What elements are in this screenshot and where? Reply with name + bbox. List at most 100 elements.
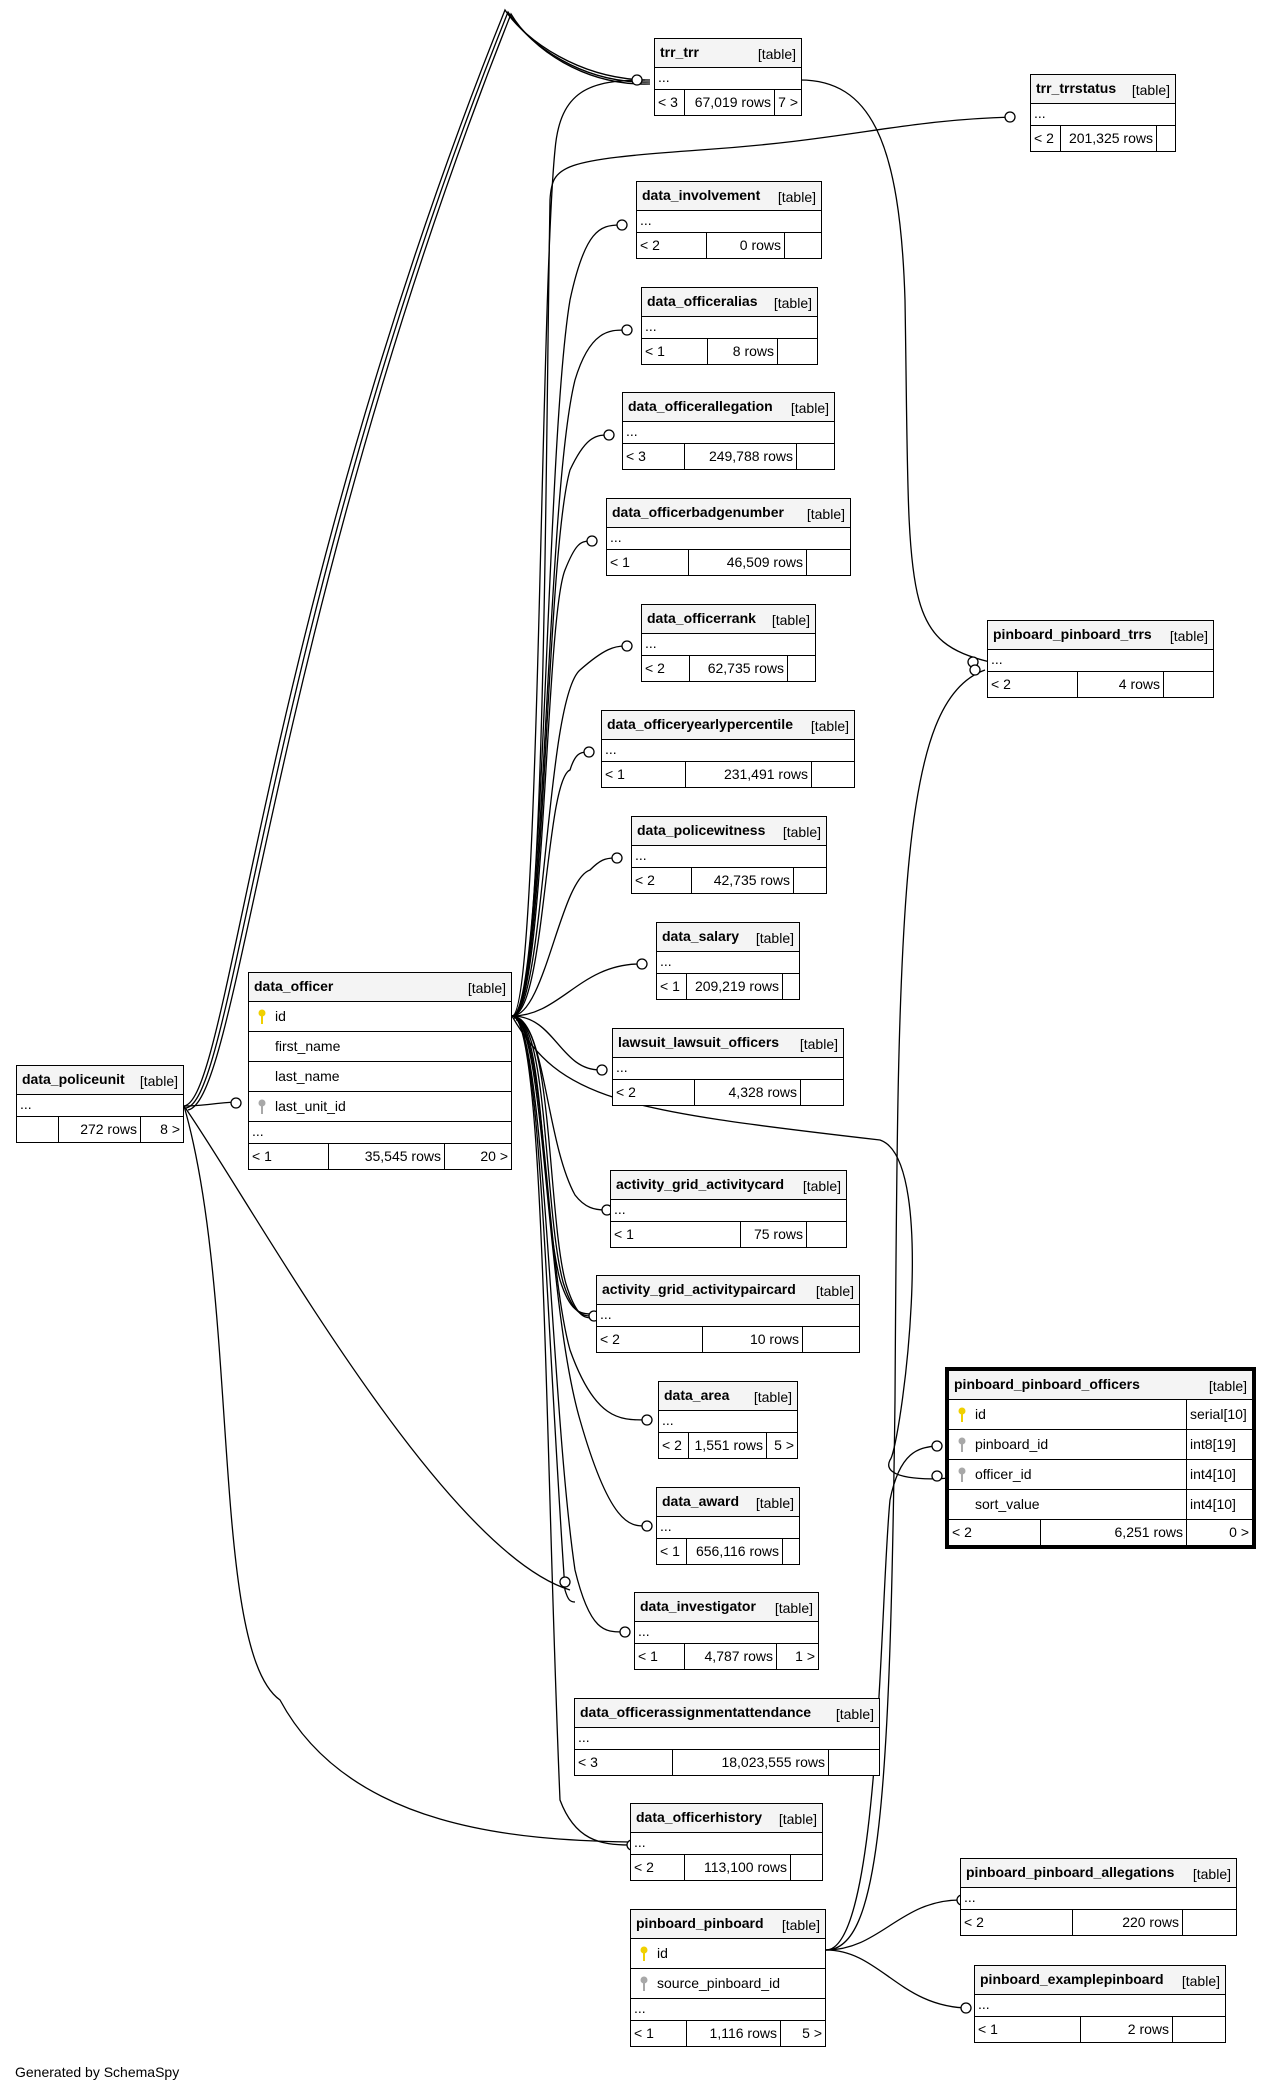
parents-count[interactable]: < 2: [642, 656, 690, 681]
edge-policeunit-history: [183, 1105, 631, 1843]
parents-count[interactable]: < 3: [575, 1750, 673, 1775]
children-count[interactable]: 8 >: [160, 1121, 180, 1137]
foreign-key-icon: [635, 1969, 653, 1998]
table-data-officer[interactable]: data_officer[table] id first_name last_n…: [248, 972, 512, 1170]
children-count[interactable]: 0 >: [1229, 1524, 1249, 1540]
children-count[interactable]: [791, 1855, 822, 1880]
parents-count[interactable]: < 1: [611, 1222, 741, 1247]
column-row[interactable]: last_name: [249, 1062, 511, 1092]
children-count[interactable]: [794, 868, 826, 893]
parents-count[interactable]: < 2: [637, 233, 707, 258]
row-count: 231,491 rows: [686, 762, 812, 787]
table-activity-grid-activitycard[interactable]: activity_grid_activitycard[table] ... < …: [610, 1170, 847, 1248]
parents-count[interactable]: < 1: [657, 1539, 687, 1564]
children-count[interactable]: [797, 444, 834, 469]
column-row[interactable]: id: [249, 1002, 511, 1032]
parents-count[interactable]: < 1: [635, 1644, 685, 1669]
children-count[interactable]: [829, 1750, 879, 1775]
children-count[interactable]: [812, 762, 854, 787]
parents-count[interactable]: < 2: [631, 1855, 685, 1880]
parents-count[interactable]: < 1: [975, 2017, 1081, 2042]
column-row[interactable]: last_unit_id: [249, 1092, 511, 1122]
children-count[interactable]: [788, 656, 815, 681]
parents-count[interactable]: < 1: [249, 1144, 329, 1169]
parents-count[interactable]: < 2: [988, 672, 1078, 697]
parents-count[interactable]: < 1: [642, 339, 708, 364]
table-pinboard-pinboard[interactable]: pinboard_pinboard[table] id source_pinbo…: [630, 1909, 826, 2047]
parents-count[interactable]: [17, 1117, 59, 1142]
column-row[interactable]: first_name: [249, 1032, 511, 1062]
parents-count[interactable]: < 1: [657, 974, 687, 999]
edge-pinboard-example: [825, 1949, 971, 2009]
column-row[interactable]: source_pinboard_id: [631, 1969, 825, 1999]
children-count[interactable]: [1183, 1910, 1236, 1935]
children-count[interactable]: [783, 974, 799, 999]
parents-count[interactable]: < 2: [613, 1080, 695, 1105]
end-award: [641, 1520, 653, 1532]
parents-count[interactable]: < 2: [949, 1520, 1041, 1545]
children-count[interactable]: [1164, 672, 1213, 697]
parents-count[interactable]: < 3: [655, 90, 685, 115]
table-pinboard-pinboard-allegations[interactable]: pinboard_pinboard_allegations[table] ...…: [960, 1858, 1237, 1936]
parents-count[interactable]: < 1: [602, 762, 686, 787]
primary-key-icon: [953, 1400, 971, 1429]
parents-count[interactable]: < 1: [607, 550, 689, 575]
column-row[interactable]: id: [631, 1939, 825, 1969]
table-type: [table]: [810, 718, 849, 734]
columns-ellipsis: ...: [655, 68, 801, 90]
parents-count[interactable]: < 2: [659, 1433, 689, 1458]
children-count[interactable]: 7 >: [778, 94, 798, 110]
children-count[interactable]: 5 >: [774, 1437, 794, 1453]
parents-count[interactable]: < 2: [1031, 126, 1061, 151]
children-count[interactable]: 5 >: [802, 2025, 822, 2041]
row-count: 4 rows: [1078, 672, 1164, 697]
children-count[interactable]: [807, 1222, 846, 1247]
parents-count[interactable]: < 2: [961, 1910, 1073, 1935]
children-count[interactable]: 1 >: [795, 1648, 815, 1664]
columns-ellipsis: ...: [632, 846, 826, 868]
table-type: [table]: [781, 1917, 820, 1933]
column-type: int8[19]: [1186, 1430, 1252, 1459]
table-activity-grid-activitypaircard[interactable]: activity_grid_activitypaircard[table] ..…: [596, 1275, 860, 1353]
children-count[interactable]: [1157, 126, 1175, 151]
children-count[interactable]: [803, 1327, 859, 1352]
parents-count[interactable]: < 2: [597, 1327, 703, 1352]
children-count[interactable]: 20 >: [480, 1148, 508, 1164]
parents-count[interactable]: < 3: [623, 444, 685, 469]
table-data-officeryearlypercentile[interactable]: data_officeryearlypercentile[table] ... …: [601, 710, 855, 788]
parents-count[interactable]: < 2: [632, 868, 692, 893]
children-count[interactable]: [785, 233, 821, 258]
edge-pinboard-allegations: [825, 1899, 961, 1951]
children-count[interactable]: [783, 1539, 799, 1564]
table-name: data_policewitness: [637, 822, 766, 838]
table-data-officerassignmentattendance[interactable]: data_officerassignmentattendance[table] …: [574, 1698, 880, 1776]
children-count[interactable]: [1173, 2017, 1225, 2042]
children-count[interactable]: [801, 1080, 843, 1105]
edge-policeunit-trr-2: [185, 10, 651, 1109]
children-count[interactable]: [778, 339, 817, 364]
parents-count[interactable]: < 1: [631, 2021, 687, 2046]
children-count[interactable]: [807, 550, 850, 575]
